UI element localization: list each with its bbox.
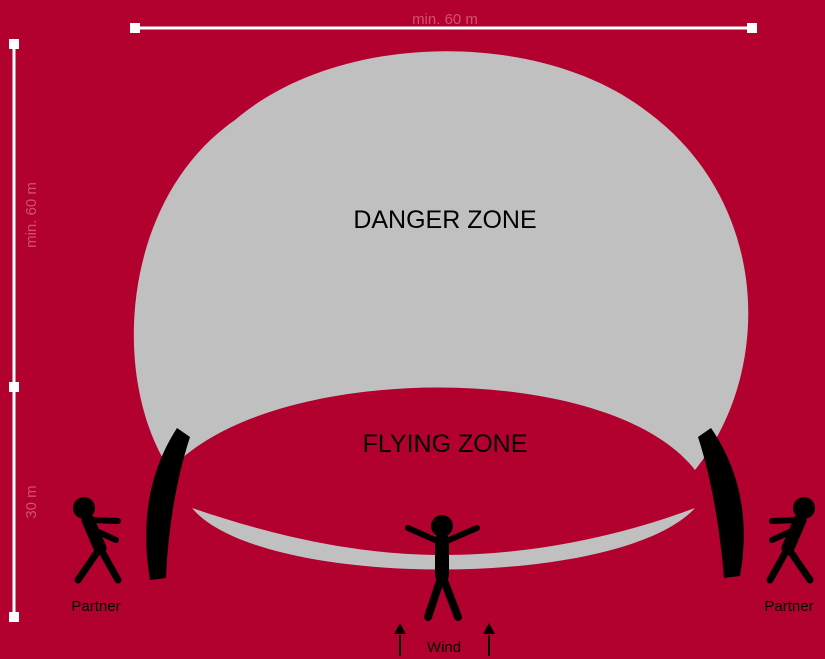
left-upper-measurement-label: min. 60 m: [23, 182, 40, 248]
left-lower-measurement-label: 30 m: [23, 485, 40, 518]
danger-zone-label: DANGER ZONE: [353, 206, 536, 234]
right-partner-label: Partner: [764, 598, 813, 615]
left-partner-label: Partner: [71, 598, 120, 615]
top-measurement-label: min. 60 m: [412, 11, 478, 28]
flying-zone-label: FLYING ZONE: [363, 430, 528, 458]
wind-label: Wind: [427, 639, 461, 656]
